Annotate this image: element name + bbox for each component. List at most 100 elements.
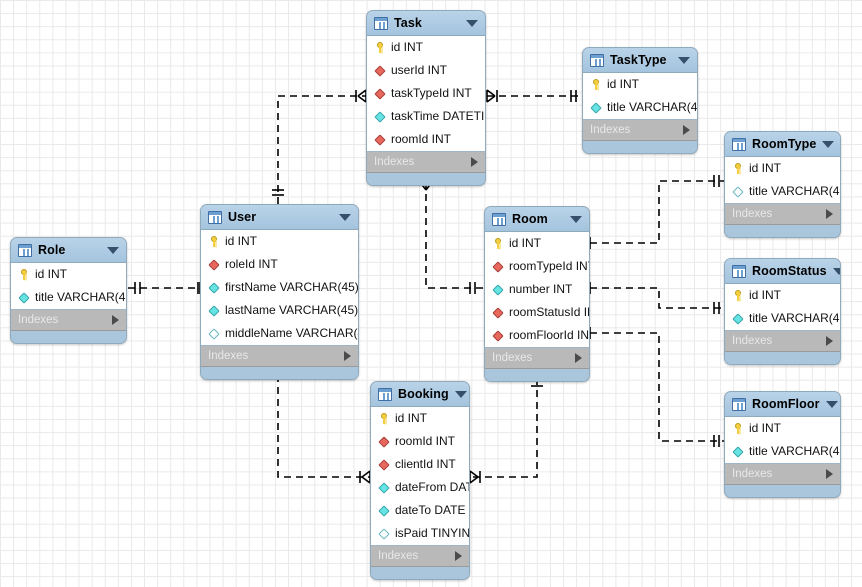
- column-label: taskTypeId INT: [391, 86, 472, 100]
- table-header-task[interactable]: Task: [367, 11, 485, 36]
- column-row[interactable]: id INT: [725, 417, 840, 440]
- chevron-right-icon[interactable]: [826, 336, 833, 346]
- chevron-down-icon[interactable]: [107, 246, 119, 254]
- column-diamond-icon: [208, 304, 220, 318]
- table-header-roomstatus[interactable]: RoomStatus: [725, 259, 840, 284]
- column-diamond-icon: [732, 312, 744, 326]
- column-row[interactable]: roomStatusId INT: [485, 301, 589, 324]
- column-row[interactable]: id INT: [367, 36, 485, 59]
- table-header-user[interactable]: User: [201, 205, 358, 230]
- column-row[interactable]: title VARCHAR(45): [725, 440, 840, 463]
- column-row[interactable]: id INT: [725, 284, 840, 307]
- chevron-down-icon[interactable]: [678, 56, 690, 64]
- indexes-bar-roomtype[interactable]: Indexes: [725, 204, 840, 225]
- indexes-bar-role[interactable]: Indexes: [11, 310, 126, 331]
- column-row[interactable]: clientId INT: [371, 453, 469, 476]
- chevron-right-icon[interactable]: [683, 125, 690, 135]
- indexes-bar-roomfloor[interactable]: Indexes: [725, 464, 840, 485]
- column-row[interactable]: id INT: [583, 73, 697, 96]
- table-footer: [371, 567, 469, 579]
- chevron-down-icon[interactable]: [339, 213, 351, 221]
- column-label: isPaid TINYINT: [395, 526, 470, 540]
- indexes-bar-tasktype[interactable]: Indexes: [583, 120, 697, 141]
- column-label: title VARCHAR(45): [749, 184, 841, 198]
- column-row[interactable]: title VARCHAR(45): [583, 96, 697, 119]
- table-header-tasktype[interactable]: TaskType: [583, 48, 697, 73]
- chevron-down-icon[interactable]: [454, 390, 467, 398]
- indexes-bar-task[interactable]: Indexes: [367, 152, 485, 173]
- primary-key-icon: [590, 78, 602, 92]
- column-row[interactable]: isPaid TINYINT: [371, 522, 469, 545]
- column-row[interactable]: userId INT: [367, 59, 485, 82]
- column-label: id INT: [749, 421, 782, 435]
- column-row[interactable]: title VARCHAR(45): [725, 180, 840, 203]
- chevron-down-icon[interactable]: [570, 215, 582, 223]
- chevron-right-icon[interactable]: [575, 353, 582, 363]
- table-node-roomfloor[interactable]: RoomFloor id INT title VARCHAR(45)Indexes: [724, 391, 841, 498]
- cardinality-one-roomstatus: [713, 302, 720, 314]
- indexes-bar-booking[interactable]: Indexes: [371, 546, 469, 567]
- table-node-roomtype[interactable]: RoomType id INT title VARCHAR(45) Indexes: [724, 131, 841, 238]
- column-row[interactable]: id INT: [371, 407, 469, 430]
- foreign-key-diamond-icon: [374, 133, 386, 147]
- column-row[interactable]: id INT: [725, 157, 840, 180]
- column-row[interactable]: title VARCHAR(45): [725, 307, 840, 330]
- table-node-user[interactable]: User id INT roleId INT firstName VARCHAR(45…: [200, 204, 359, 380]
- table-header-role[interactable]: Role: [11, 238, 126, 263]
- chevron-right-icon[interactable]: [826, 209, 833, 219]
- column-label: roleId INT: [225, 257, 278, 271]
- table-footer: [201, 367, 358, 379]
- table-header-roomtype[interactable]: RoomType: [725, 132, 840, 157]
- column-row[interactable]: roomTypeId INT: [485, 255, 589, 278]
- chevron-right-icon[interactable]: [826, 469, 833, 479]
- primary-key-icon: [492, 237, 504, 251]
- chevron-down-icon[interactable]: [832, 267, 840, 275]
- column-row[interactable]: taskTime DATETIME: [367, 105, 485, 128]
- chevron-down-icon[interactable]: [466, 19, 478, 27]
- relationship-user-booking: [277, 375, 370, 478]
- chevron-right-icon[interactable]: [455, 551, 462, 561]
- column-label: title VARCHAR(45): [607, 100, 698, 114]
- column-row[interactable]: middleName VARCHAR(45): [201, 322, 358, 345]
- table-title: User: [228, 210, 257, 224]
- column-row[interactable]: roleId INT: [201, 253, 358, 276]
- column-row[interactable]: id INT: [201, 230, 358, 253]
- primary-key-icon: [732, 162, 744, 176]
- cardinality-many-task-user: [355, 89, 367, 103]
- chevron-right-icon[interactable]: [344, 351, 351, 361]
- column-row[interactable]: id INT: [485, 232, 589, 255]
- table-header-room[interactable]: Room: [485, 207, 589, 232]
- column-row[interactable]: number INT: [485, 278, 589, 301]
- column-row[interactable]: firstName VARCHAR(45): [201, 276, 358, 299]
- column-row[interactable]: roomId INT: [371, 430, 469, 453]
- indexes-bar-user[interactable]: Indexes: [201, 346, 358, 367]
- column-row[interactable]: dateTo DATE: [371, 499, 469, 522]
- column-row[interactable]: id INT: [11, 263, 126, 286]
- table-header-roomfloor[interactable]: RoomFloor: [725, 392, 840, 417]
- column-label: id INT: [749, 161, 782, 175]
- column-row[interactable]: title VARCHAR(45): [11, 286, 126, 309]
- column-row[interactable]: taskTypeId INT: [367, 82, 485, 105]
- chevron-down-icon[interactable]: [825, 400, 838, 408]
- indexes-label: Indexes: [378, 550, 419, 562]
- foreign-key-diamond-icon: [374, 87, 386, 101]
- column-row[interactable]: dateFrom DATE: [371, 476, 469, 499]
- foreign-key-diamond-icon: [492, 329, 504, 343]
- table-header-booking[interactable]: Booking: [371, 382, 469, 407]
- column-diamond-icon: [378, 504, 390, 518]
- chevron-right-icon[interactable]: [112, 315, 119, 325]
- indexes-bar-room[interactable]: Indexes: [485, 348, 589, 369]
- column-row[interactable]: roomFloorId INT: [485, 324, 589, 347]
- column-row[interactable]: roomId INT: [367, 128, 485, 151]
- column-row[interactable]: lastName VARCHAR(45): [201, 299, 358, 322]
- chevron-down-icon[interactable]: [822, 140, 835, 148]
- chevron-right-icon[interactable]: [471, 157, 478, 167]
- indexes-bar-roomstatus[interactable]: Indexes: [725, 331, 840, 352]
